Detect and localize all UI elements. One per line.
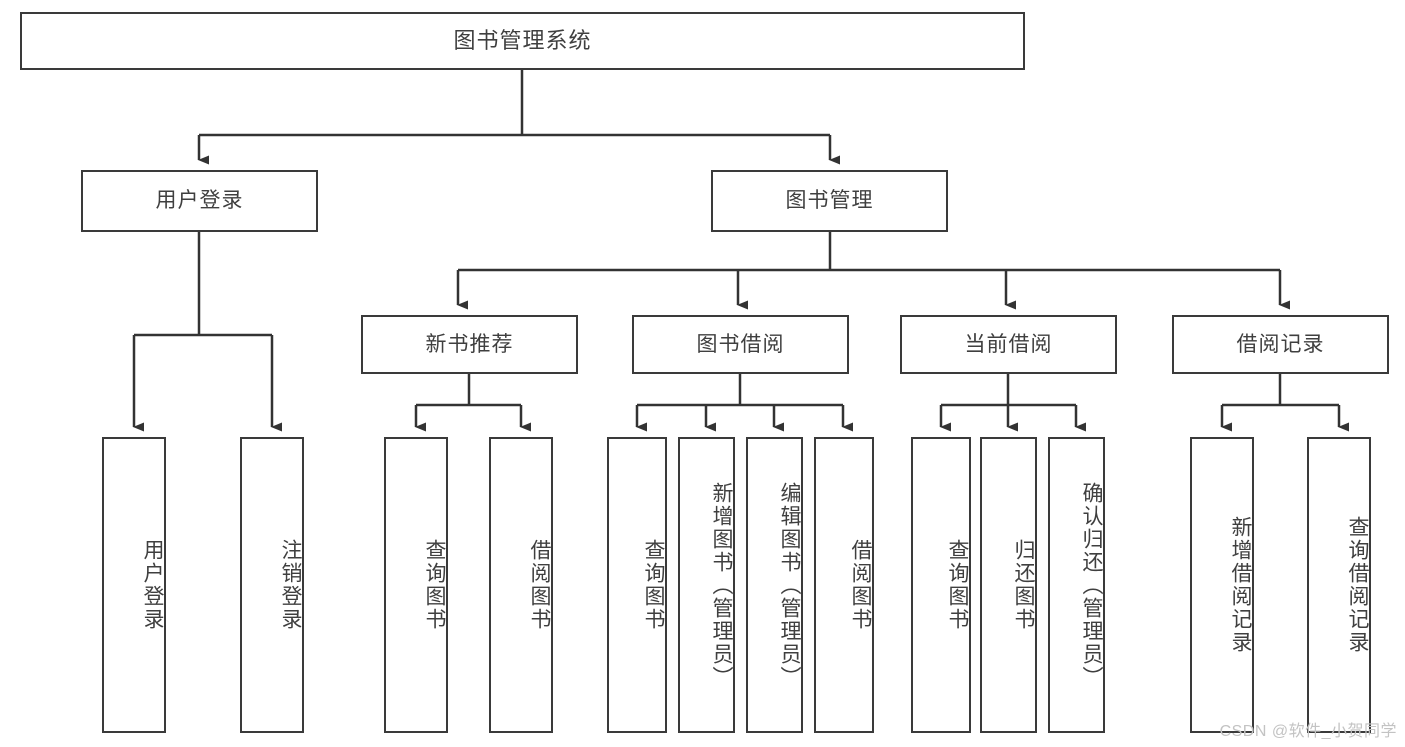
leaf-record-query-record[interactable]: 查询借阅记录 — [1307, 437, 1371, 733]
leaf-borrow-edit-book-admin-label: 编辑图书（管理员） — [778, 481, 801, 689]
leaf-user-login-logout[interactable]: 注销登录 — [240, 437, 304, 733]
node-user-login-label: 用户登录 — [155, 189, 244, 213]
leaf-current-query-book-label: 查询图书 — [946, 539, 969, 631]
leaf-borrow-query-book-label: 查询图书 — [642, 539, 665, 631]
node-current-borrow[interactable]: 当前借阅 — [900, 315, 1117, 374]
leaf-record-add-record-label: 新增借阅记录 — [1229, 516, 1252, 654]
node-book-borrow[interactable]: 图书借阅 — [632, 315, 849, 374]
leaf-record-query-record-label: 查询借阅记录 — [1346, 516, 1369, 654]
node-new-book-recommend[interactable]: 新书推荐 — [361, 315, 578, 374]
node-book-management-label: 图书管理 — [785, 189, 874, 213]
leaf-user-login-login[interactable]: 用户登录 — [102, 437, 166, 733]
node-user-login[interactable]: 用户登录 — [81, 170, 318, 232]
leaf-user-login-login-label: 用户登录 — [141, 539, 164, 631]
leaf-borrow-edit-book-admin[interactable]: 编辑图书（管理员） — [746, 437, 803, 733]
leaf-current-return-book-label: 归还图书 — [1012, 539, 1035, 631]
watermark: CSDN @软件_小贺同学 — [1219, 723, 1397, 740]
leaf-borrow-add-book-admin-label: 新增图书（管理员） — [710, 481, 733, 689]
leaf-current-confirm-return-admin-label: 确认归还（管理员） — [1080, 481, 1103, 689]
leaf-borrow-query-book[interactable]: 查询图书 — [607, 437, 667, 733]
leaf-current-query-book[interactable]: 查询图书 — [911, 437, 971, 733]
leaf-borrow-borrow-book-label: 借阅图书 — [849, 539, 872, 631]
leaf-current-return-book[interactable]: 归还图书 — [980, 437, 1037, 733]
node-book-borrow-label: 图书借阅 — [696, 332, 785, 356]
leaf-recommend-query-book[interactable]: 查询图书 — [384, 437, 448, 733]
node-book-management[interactable]: 图书管理 — [711, 170, 948, 232]
leaf-recommend-query-book-label: 查询图书 — [423, 539, 446, 631]
leaf-borrow-borrow-book[interactable]: 借阅图书 — [814, 437, 874, 733]
node-root[interactable]: 图书管理系统 — [20, 12, 1025, 70]
node-borrow-record[interactable]: 借阅记录 — [1172, 315, 1389, 374]
leaf-user-login-logout-label: 注销登录 — [279, 539, 302, 631]
leaf-borrow-add-book-admin[interactable]: 新增图书（管理员） — [678, 437, 735, 733]
node-borrow-record-label: 借阅记录 — [1236, 332, 1325, 356]
node-current-borrow-label: 当前借阅 — [964, 332, 1053, 356]
node-new-book-recommend-label: 新书推荐 — [425, 332, 514, 356]
leaf-current-confirm-return-admin[interactable]: 确认归还（管理员） — [1048, 437, 1105, 733]
node-root-label: 图书管理系统 — [453, 27, 592, 53]
leaf-recommend-borrow-book[interactable]: 借阅图书 — [489, 437, 553, 733]
leaf-record-add-record[interactable]: 新增借阅记录 — [1190, 437, 1254, 733]
leaf-recommend-borrow-book-label: 借阅图书 — [528, 539, 551, 631]
